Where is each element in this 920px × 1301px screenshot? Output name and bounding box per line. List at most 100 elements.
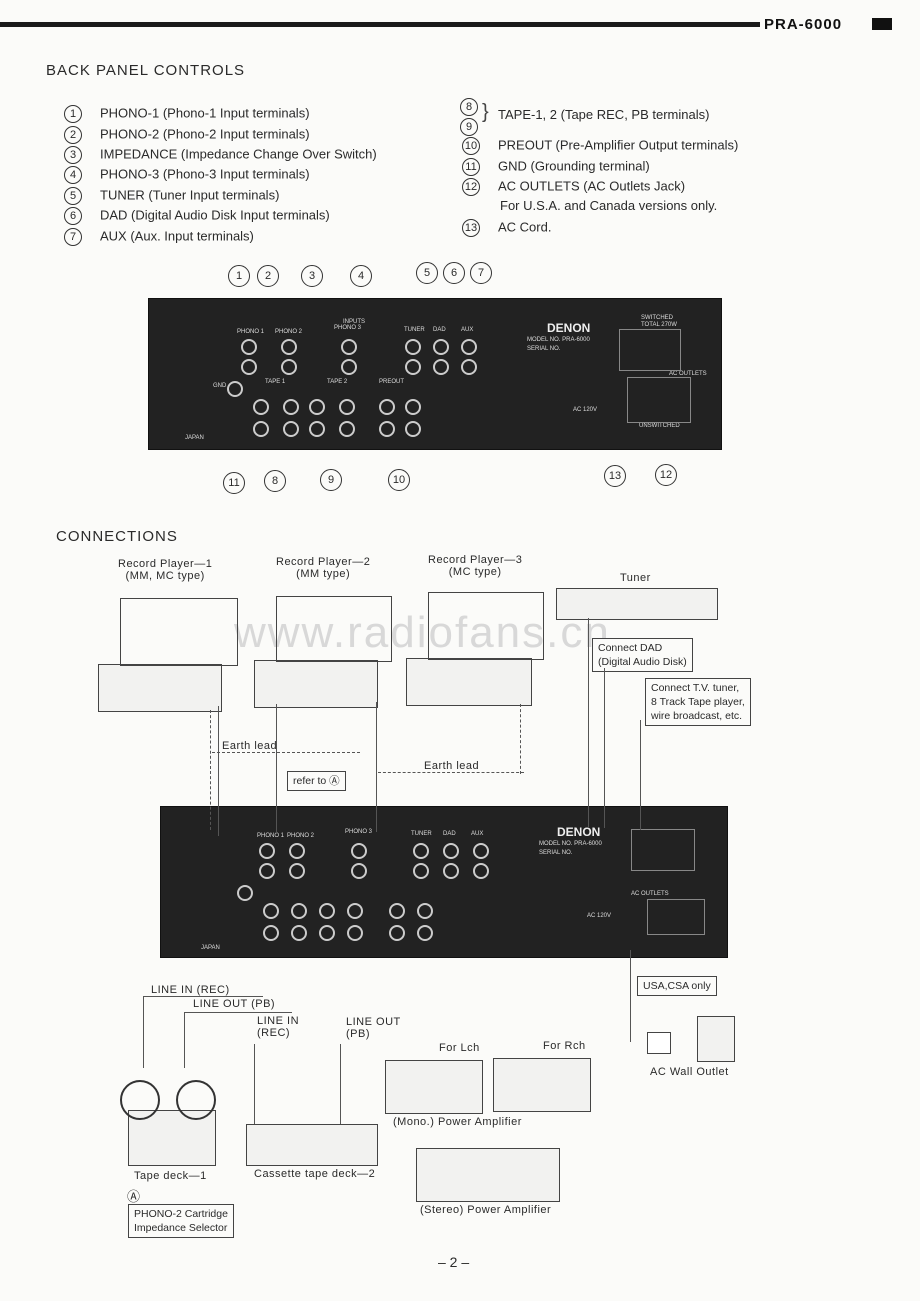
phono1-jack xyxy=(259,843,275,859)
cassette-deck-2-label: Cassette tape deck—2 xyxy=(254,1168,376,1180)
tape-jack xyxy=(347,903,363,919)
ac-wall-outlet xyxy=(697,1016,735,1062)
tape1-pb-wire-h xyxy=(184,1012,292,1013)
record-player-1-lid xyxy=(120,598,238,666)
preout-jack xyxy=(417,903,433,919)
stereo-amp-label: (Stereo) Power Amplifier xyxy=(420,1204,552,1216)
legend-text: TAPE-1, 2 (Tape REC, PB terminals) xyxy=(498,107,710,122)
back-panel-title: BACK PANEL CONTROLS xyxy=(46,62,246,79)
cassette-deck-2 xyxy=(246,1124,378,1166)
phono2-jack xyxy=(289,863,305,879)
legend-item: 10 PREOUT (Pre-Amplifier Output terminals… xyxy=(462,137,738,155)
aux-jack xyxy=(473,843,489,859)
dad-jack xyxy=(443,863,459,879)
earth-lead-line-2 xyxy=(378,772,524,773)
legend-number: 2 xyxy=(64,126,82,144)
callout-7: 7 xyxy=(470,262,492,284)
tape1-rec-wire-h xyxy=(143,996,263,997)
legend-number: 11 xyxy=(462,158,480,176)
callout-3: 3 xyxy=(301,265,323,287)
dad-cable xyxy=(604,668,605,828)
connect-tv-box: Connect T.V. tuner, 8 Track Tape player,… xyxy=(645,678,751,726)
callout-5: 5 xyxy=(416,262,438,284)
stereo-amp xyxy=(416,1148,560,1202)
legend-number: 13 xyxy=(462,219,480,237)
tuner-jack xyxy=(405,359,421,375)
tape-jack xyxy=(283,421,299,437)
record-player-2-lid xyxy=(276,596,392,662)
model-no-label: MODEL NO. PRA-6000 xyxy=(527,337,590,343)
legend-number: 3 xyxy=(64,146,82,164)
line-out-pb-label: LINE OUT (PB) xyxy=(193,998,276,1010)
for-lch-label: For Lch xyxy=(439,1042,480,1054)
aux-jack xyxy=(461,359,477,375)
preout-jack xyxy=(405,421,421,437)
phono1-label: PHONO 1 xyxy=(237,329,265,335)
legend-item: 8 xyxy=(460,98,496,116)
preout-jack xyxy=(379,421,395,437)
total-label: TOTAL 270W xyxy=(641,322,677,328)
tape-jack xyxy=(263,925,279,941)
legend-number: 4 xyxy=(64,166,82,184)
legend-text: DAD (Digital Audio Disk Input terminals) xyxy=(100,207,330,223)
for-rch-label: For Rch xyxy=(543,1040,586,1052)
preout-jack xyxy=(389,903,405,919)
callout-8: 8 xyxy=(264,470,286,492)
legend-number: 10 xyxy=(462,137,480,155)
page-number: – 2 – xyxy=(438,1254,470,1270)
tape-jack xyxy=(309,421,325,437)
phono3-label: PHONO 3 xyxy=(334,325,362,331)
tuner-label: TUNER xyxy=(411,831,432,837)
unswitched-label: UNSWITCHED xyxy=(639,423,680,429)
callout-10: 10 xyxy=(388,469,410,491)
dad-jack xyxy=(443,843,459,859)
phono3-jack xyxy=(351,843,367,859)
line-in-label: LINE IN (REC) xyxy=(257,1015,300,1039)
legend-number: 6 xyxy=(64,207,82,225)
dad-label: DAD xyxy=(433,327,446,333)
top-rule xyxy=(0,22,760,27)
aux-label: AUX xyxy=(461,327,474,333)
serial-no-label: SERIAL NO. xyxy=(539,850,573,856)
record-player-3-lid xyxy=(428,592,544,660)
tape1-pb-wire xyxy=(184,1012,185,1068)
ac-120v-label: AC 120V xyxy=(587,913,612,919)
legend-text: GND (Grounding terminal) xyxy=(498,158,650,174)
line-out-label: LINE OUT (PB) xyxy=(346,1016,401,1040)
earth-lead-label-2: Earth lead xyxy=(424,760,480,772)
phono3-jack xyxy=(351,863,367,879)
rp2-cable xyxy=(276,704,277,834)
line-in-rec-label: LINE IN (REC) xyxy=(151,984,230,996)
switched-outlets xyxy=(619,329,681,371)
tape-jack xyxy=(253,399,269,415)
legend-item: 11 GND (Grounding terminal) xyxy=(462,158,650,176)
phono2-jack xyxy=(281,359,297,375)
tape-jack xyxy=(291,925,307,941)
unswitched-outlets xyxy=(627,377,691,423)
callout-11: 11 xyxy=(223,472,245,494)
record-player-1 xyxy=(98,664,222,712)
tuner-jack xyxy=(405,339,421,355)
phono1-label: PHONO 1 xyxy=(257,833,285,839)
inputs-label: INPUTS xyxy=(343,319,366,325)
legend-number: 8 xyxy=(460,98,478,116)
dad-jack xyxy=(433,359,449,375)
legend-text: PHONO-2 (Phono-2 Input terminals) xyxy=(100,126,310,142)
callout-4: 4 xyxy=(350,265,372,287)
tape-jack xyxy=(253,421,269,437)
earth-lead-vertical-2 xyxy=(520,704,521,774)
phono2-selector-box: PHONO-2 Cartridge Impedance Selector xyxy=(128,1204,234,1238)
ac-outlets-label: AC OUTLETS xyxy=(631,891,669,897)
preout-jack xyxy=(389,925,405,941)
tuner-jack xyxy=(413,863,429,879)
mono-amp-label: (Mono.) Power Amplifier xyxy=(393,1116,522,1128)
model-no-label: MODEL NO. PRA-6000 xyxy=(539,841,602,847)
phono1-jack xyxy=(259,863,275,879)
header-block xyxy=(872,18,892,30)
legend-text: PREOUT (Pre-Amplifier Output terminals) xyxy=(498,137,739,153)
phono2-label: PHONO 2 xyxy=(287,833,315,839)
phono3-jack xyxy=(341,339,357,355)
